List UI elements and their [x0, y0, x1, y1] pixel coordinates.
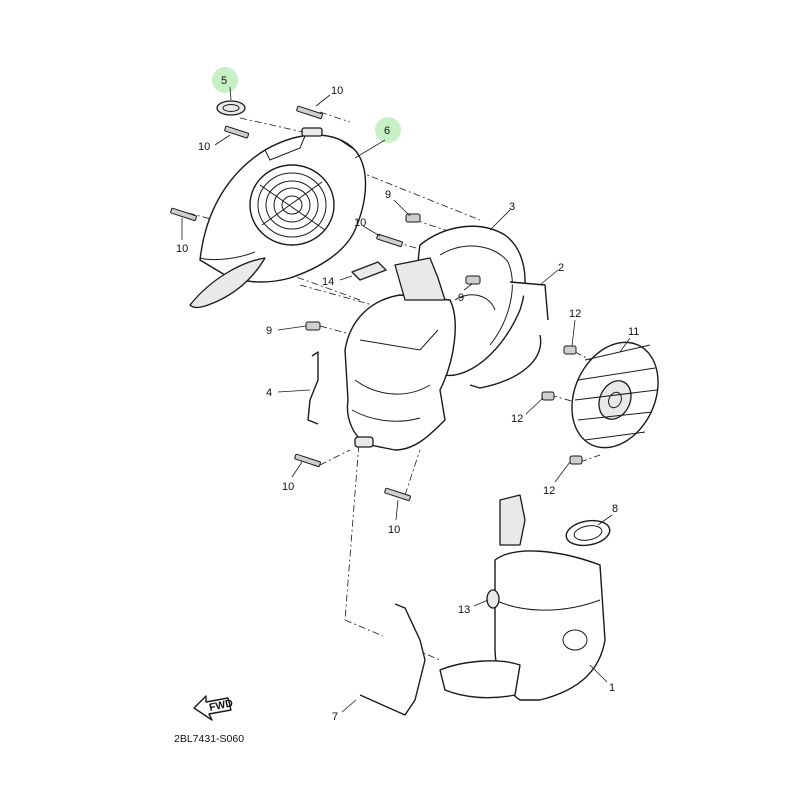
part-5-seal — [216, 100, 246, 116]
callout-3: 3 — [509, 201, 515, 213]
callout-9-mid: 9 — [458, 292, 464, 304]
callout-12-lower: 12 — [543, 485, 555, 497]
part-11-fan — [571, 341, 659, 449]
callout-5: 5 — [221, 75, 227, 87]
callouts: 5 6 10 10 10 10 10 10 9 9 9 3 2 14 4 12 … — [176, 75, 639, 723]
bolt-10-low-left — [294, 453, 321, 468]
callout-10-top: 10 — [331, 85, 343, 97]
bolt-10-left — [224, 125, 250, 139]
callout-2: 2 — [558, 262, 564, 274]
callout-8: 8 — [612, 503, 618, 515]
bolt-10-low — [384, 487, 411, 502]
part-1-duct — [439, 494, 606, 701]
part-2-seal-strip — [469, 281, 549, 389]
part-7-hose — [359, 603, 426, 716]
highlight-part-6 — [375, 117, 401, 143]
bolt-12-mid — [541, 391, 555, 401]
callout-11: 11 — [628, 326, 639, 338]
callout-7: 7 — [332, 711, 338, 723]
callout-13: 13 — [458, 604, 470, 616]
diagram-code: 2BL7431-S060 — [174, 733, 244, 745]
bolt-10-top — [296, 105, 323, 120]
bolt-10-far-left — [170, 207, 197, 222]
bolt-9-left — [305, 321, 321, 331]
bolt-12-upper — [563, 345, 577, 355]
callout-9-left: 9 — [266, 325, 272, 337]
callout-14: 14 — [322, 276, 334, 288]
highlight-part-5 — [212, 67, 238, 93]
callout-10-left: 10 — [198, 141, 210, 153]
leader-lines — [181, 86, 631, 713]
bolt-12-lower — [569, 455, 583, 465]
callout-10-far-left: 10 — [176, 243, 188, 255]
part-8-gasket — [565, 519, 611, 547]
bolt-9-upper — [405, 213, 421, 223]
part-4-hose — [307, 351, 319, 425]
callout-4: 4 — [266, 387, 272, 399]
bolt-9-mid — [465, 275, 481, 285]
bolt-10-mid — [376, 233, 403, 248]
callout-9-upper: 9 — [385, 189, 391, 201]
part-6-fan-cover — [189, 127, 367, 309]
callout-10-mid: 10 — [354, 217, 366, 229]
bolts — [170, 105, 583, 502]
part-13-plug — [486, 589, 500, 609]
callout-1: 1 — [609, 682, 615, 694]
callout-12-upper: 12 — [569, 308, 581, 320]
callout-10-low: 10 — [388, 524, 400, 536]
part-14-pad — [351, 261, 387, 281]
part-air-shroud-body — [344, 257, 456, 451]
callout-6: 6 — [384, 125, 390, 137]
callout-12-mid: 12 — [511, 413, 523, 425]
fwd-arrow: FWD — [193, 695, 234, 721]
callout-10-low-left: 10 — [282, 481, 294, 493]
fwd-label: FWD — [208, 697, 234, 714]
